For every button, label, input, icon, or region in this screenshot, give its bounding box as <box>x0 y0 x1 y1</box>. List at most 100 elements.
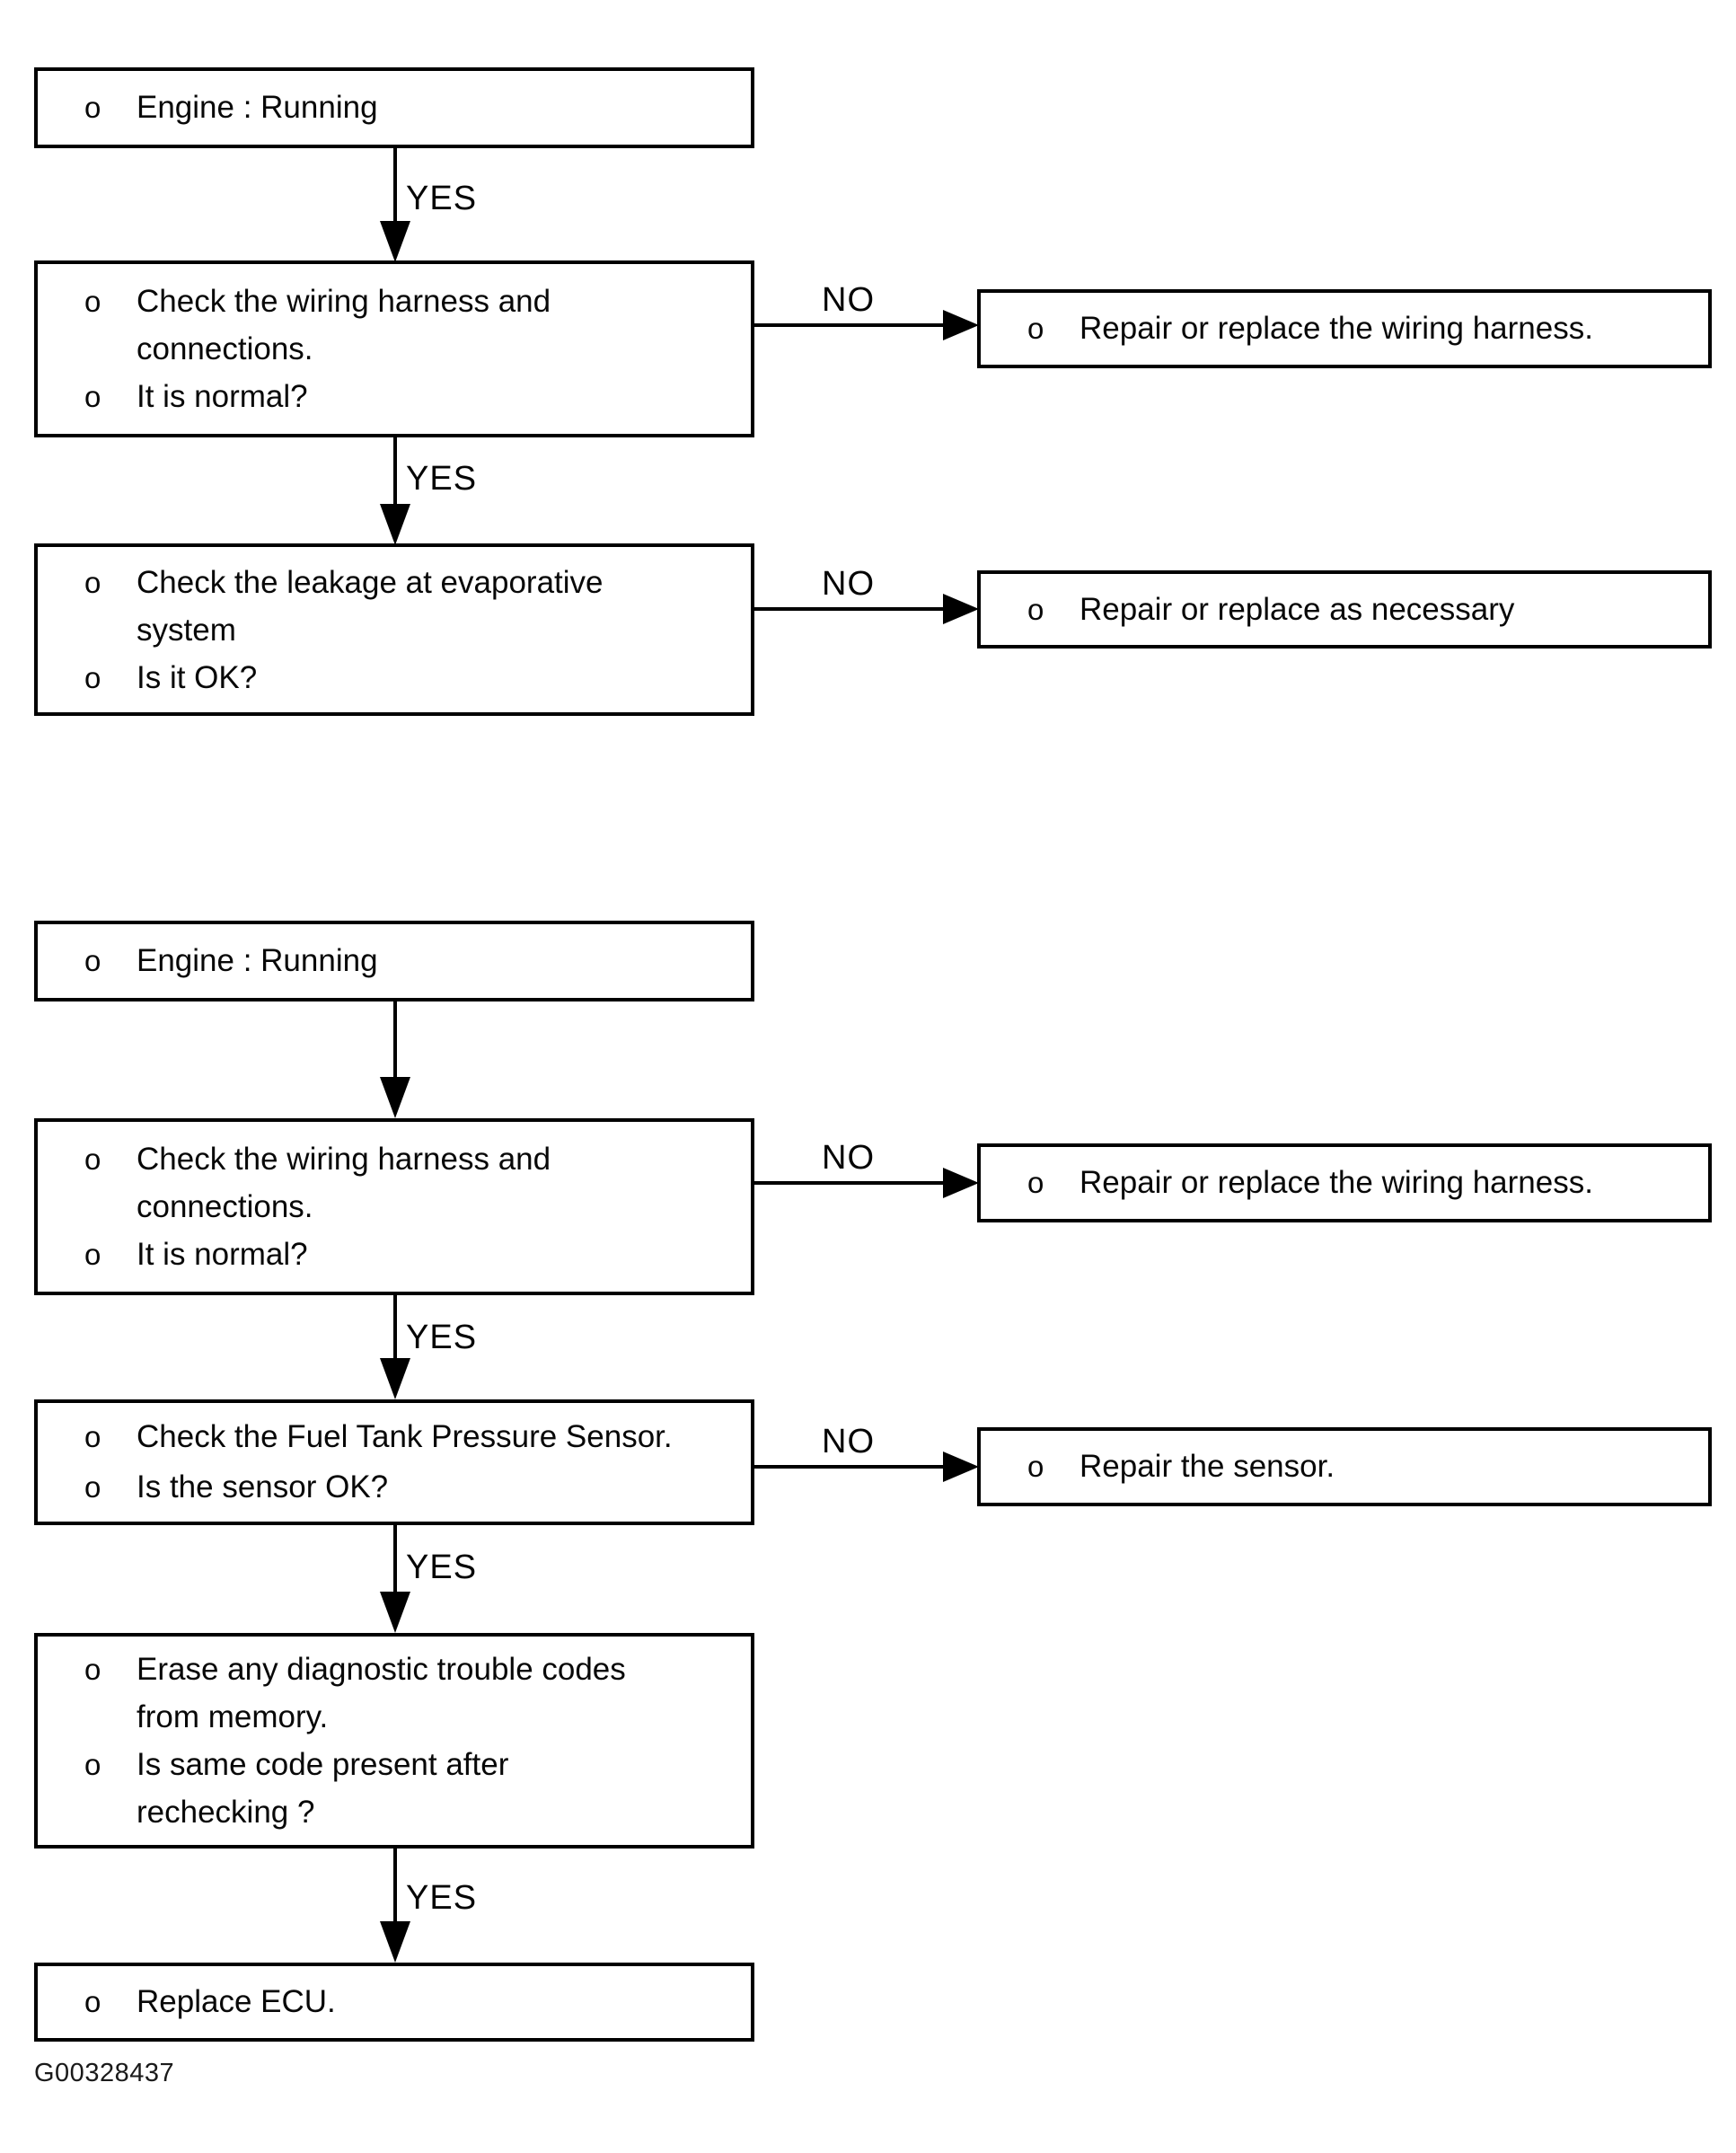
step-line: o Repair the sensor. <box>1027 1443 1701 1490</box>
arrowhead-down-icon <box>380 221 410 262</box>
yes-label-2: YES <box>406 460 478 498</box>
step-text: Engine : Running <box>137 943 378 978</box>
step-text: Is the sensor OK? <box>137 1469 389 1504</box>
bullet-marker: o <box>84 565 101 599</box>
step-line: connections. <box>84 325 744 373</box>
arrow-line-yes-1 <box>393 148 397 223</box>
step-line: system <box>84 606 744 654</box>
step-line: o It is normal? <box>84 1231 744 1278</box>
no-label-4: NO <box>822 1423 875 1460</box>
flow2-step-check-wiring-harness: o Check the wiring harness and connectio… <box>34 1118 754 1295</box>
step-text: from memory. <box>137 1699 329 1734</box>
step-line: o Repair or replace the wiring harness. <box>1027 305 1701 352</box>
step-text: Erase any diagnostic trouble codes <box>137 1652 626 1687</box>
step-text: Replace ECU. <box>137 1984 336 2019</box>
flow1-step-check-wiring-harness: o Check the wiring harness and connectio… <box>34 260 754 437</box>
flow2-step-erase-trouble-codes: o Erase any diagnostic trouble codes fro… <box>34 1633 754 1849</box>
step-line: o Engine : Running <box>84 84 744 131</box>
yes-label-4: YES <box>406 1549 478 1586</box>
step-text: connections. <box>137 331 313 366</box>
arrow-line-no-4 <box>754 1465 945 1469</box>
flow1-step-engine-running: o Engine : Running <box>34 67 754 148</box>
arrowhead-down-icon <box>380 1077 410 1118</box>
step-text: Check the Fuel Tank Pressure Sensor. <box>137 1419 673 1454</box>
step-text: Repair or replace as necessary <box>1079 591 1515 627</box>
step-text: Check the wiring harness and <box>137 1142 551 1177</box>
bullet-marker: o <box>84 91 101 124</box>
bullet-marker: o <box>84 1143 101 1176</box>
bullet-marker: o <box>1027 1166 1044 1199</box>
bullet-marker: o <box>84 380 101 413</box>
arrowhead-right-icon <box>943 594 979 624</box>
arrowhead-right-icon <box>943 1452 979 1482</box>
no-label-1: NO <box>822 281 875 319</box>
arrowhead-right-icon <box>943 1168 979 1198</box>
arrow-line-yes-5 <box>393 1849 397 1923</box>
no-label-3: NO <box>822 1139 875 1177</box>
flow1-result-repair-wiring-harness: o Repair or replace the wiring harness. <box>977 289 1712 368</box>
step-text: Is same code present after <box>137 1747 509 1782</box>
step-line: o Repair or replace the wiring harness. <box>1027 1160 1701 1206</box>
step-line: o Check the leakage at evaporative <box>84 559 744 606</box>
bullet-marker: o <box>84 1748 101 1781</box>
bullet-marker: o <box>84 1420 101 1453</box>
step-line: connections. <box>84 1183 744 1231</box>
flow2-step-replace-ecu: o Replace ECU. <box>34 1963 754 2042</box>
step-text: Check the wiring harness and <box>137 284 551 319</box>
flow1-result-repair-as-necessary: o Repair or replace as necessary <box>977 570 1712 649</box>
yes-label-1: YES <box>406 180 478 217</box>
bullet-marker: o <box>84 1238 101 1271</box>
bullet-marker: o <box>84 1470 101 1504</box>
step-text: Repair or replace the wiring harness. <box>1079 311 1593 346</box>
bullet-marker: o <box>84 1653 101 1686</box>
step-text: Engine : Running <box>137 90 378 125</box>
arrow-line-yes-2 <box>393 437 397 506</box>
step-line: o Erase any diagnostic trouble codes <box>84 1646 744 1693</box>
arrowhead-down-icon <box>380 504 410 545</box>
step-text: rechecking ? <box>137 1795 315 1830</box>
no-label-2: NO <box>822 565 875 603</box>
step-text: system <box>137 612 236 648</box>
step-line: o Engine : Running <box>84 938 744 984</box>
arrowhead-right-icon <box>943 310 979 340</box>
bullet-marker: o <box>84 1985 101 2018</box>
arrow-line-no-3 <box>754 1181 945 1185</box>
step-line: o Check the Fuel Tank Pressure Sensor. <box>84 1412 744 1462</box>
bullet-marker: o <box>84 285 101 318</box>
step-line: o Check the wiring harness and <box>84 1135 744 1183</box>
flow2-result-repair-sensor: o Repair the sensor. <box>977 1427 1712 1506</box>
step-text: It is normal? <box>137 1237 308 1272</box>
step-text: Repair or replace the wiring harness. <box>1079 1165 1593 1200</box>
step-text: Repair the sensor. <box>1079 1449 1335 1484</box>
bullet-marker: o <box>1027 1450 1044 1483</box>
step-line: o Is same code present after <box>84 1741 744 1788</box>
step-line: o Is the sensor OK? <box>84 1462 744 1513</box>
bullet-marker: o <box>84 944 101 977</box>
step-line: o Replace ECU. <box>84 1979 744 2025</box>
step-line: rechecking ? <box>84 1788 744 1836</box>
bullet-marker: o <box>84 660 101 694</box>
arrowhead-down-icon <box>380 1921 410 1963</box>
figure-code-caption: G00328437 <box>34 2059 175 2087</box>
arrowhead-down-icon <box>380 1358 410 1399</box>
flow1-step-check-leakage: o Check the leakage at evaporative syste… <box>34 543 754 716</box>
step-line: from memory. <box>84 1693 744 1741</box>
flow2-step-check-fuel-tank-pressure-sensor: o Check the Fuel Tank Pressure Sensor. o… <box>34 1399 754 1525</box>
arrow-line-yes-4 <box>393 1525 397 1593</box>
arrow-line-plain <box>393 1001 397 1079</box>
arrow-line-no-1 <box>754 323 945 327</box>
step-text: It is normal? <box>137 379 308 414</box>
flow2-result-repair-wiring-harness: o Repair or replace the wiring harness. <box>977 1143 1712 1222</box>
step-line: o Is it OK? <box>84 654 744 701</box>
arrow-line-yes-3 <box>393 1295 397 1360</box>
yes-label-3: YES <box>406 1319 478 1356</box>
step-text: connections. <box>137 1189 313 1224</box>
step-text: Check the leakage at evaporative <box>137 564 604 600</box>
step-line: o Check the wiring harness and <box>84 278 744 325</box>
flow2-step-engine-running: o Engine : Running <box>34 921 754 1001</box>
yes-label-5: YES <box>406 1879 478 1917</box>
step-line: o It is normal? <box>84 373 744 420</box>
arrow-line-no-2 <box>754 607 945 611</box>
step-text: Is it OK? <box>137 659 258 695</box>
